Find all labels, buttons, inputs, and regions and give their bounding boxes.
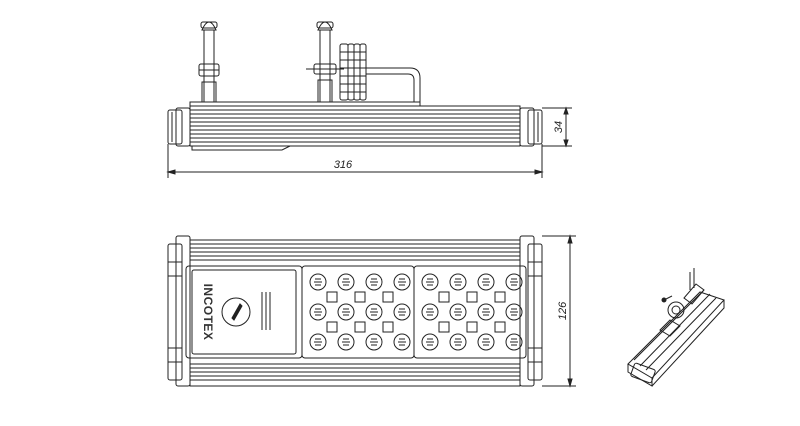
- led-chip: [466, 291, 478, 303]
- dim-width-label: 126: [557, 301, 569, 320]
- led-lens: [505, 273, 523, 291]
- led-chip: [438, 291, 450, 303]
- top-upper-fins: [190, 243, 520, 261]
- led-lens: [421, 333, 439, 351]
- led-chip: [382, 321, 394, 333]
- led-lens-detail: [426, 338, 434, 346]
- led-chip: [494, 321, 506, 333]
- side-cooling-disc: [339, 43, 367, 101]
- side-driver-box: [191, 145, 291, 151]
- led-lens: [365, 273, 383, 291]
- side-right-mount-post: [306, 21, 344, 103]
- led-lens: [477, 333, 495, 351]
- dim-length: [166, 144, 544, 178]
- dim-height: [542, 106, 572, 148]
- led-lens-detail: [342, 338, 350, 346]
- dim-width: [542, 234, 576, 388]
- led-lens-detail: [370, 278, 378, 286]
- dim-length-label: 316: [334, 159, 353, 171]
- led-lens-detail: [342, 308, 350, 316]
- led-lens: [477, 303, 495, 321]
- led-lens: [337, 303, 355, 321]
- led-lens: [505, 303, 523, 321]
- side-body-heatsink: [189, 105, 521, 147]
- led-lens-detail: [482, 308, 490, 316]
- led-chip: [354, 321, 366, 333]
- side-left-endcap: [167, 107, 191, 147]
- top-left-endcap: [167, 235, 191, 387]
- led-lens-detail: [398, 308, 406, 316]
- led-lens: [393, 273, 411, 291]
- led-lens-detail: [314, 278, 322, 286]
- led-lens-detail: [454, 338, 462, 346]
- led-grid: [309, 273, 523, 351]
- led-lens: [309, 333, 327, 351]
- led-chip: [466, 321, 478, 333]
- led-lens-detail: [510, 278, 518, 286]
- led-lens: [505, 333, 523, 351]
- brand-logo-text: INCOTEX: [201, 284, 215, 341]
- led-lens: [449, 303, 467, 321]
- led-chip: [326, 291, 338, 303]
- side-left-mount-post: [198, 21, 220, 103]
- led-lens: [309, 303, 327, 321]
- top-body-outline: [189, 239, 521, 387]
- top-view: [167, 234, 576, 388]
- top-right-endcap: [519, 235, 543, 387]
- side-mount-rail: [189, 101, 421, 107]
- led-lens: [393, 333, 411, 351]
- led-lens: [421, 273, 439, 291]
- side-bent-bracket: [366, 67, 421, 102]
- led-lens-detail: [454, 278, 462, 286]
- led-lens-detail: [398, 338, 406, 346]
- isometric-view: [627, 268, 725, 387]
- led-lens-detail: [370, 308, 378, 316]
- led-lens: [337, 333, 355, 351]
- side-view: [166, 21, 572, 178]
- led-chip: [326, 321, 338, 333]
- side-right-endcap: [519, 107, 543, 147]
- led-lens: [393, 303, 411, 321]
- led-lens-detail: [426, 278, 434, 286]
- led-lens: [309, 273, 327, 291]
- top-lower-fins: [190, 363, 520, 381]
- led-chip: [494, 291, 506, 303]
- led-lens: [449, 273, 467, 291]
- led-lens-detail: [510, 338, 518, 346]
- led-lens: [337, 273, 355, 291]
- led-lens: [365, 333, 383, 351]
- led-lens-detail: [314, 308, 322, 316]
- led-lens-detail: [482, 338, 490, 346]
- led-chip: [438, 321, 450, 333]
- led-lens-detail: [342, 278, 350, 286]
- led-lens-detail: [370, 338, 378, 346]
- led-chip: [382, 291, 394, 303]
- led-lens-detail: [482, 278, 490, 286]
- led-lens-detail: [426, 308, 434, 316]
- led-lens: [477, 273, 495, 291]
- led-lens-detail: [398, 278, 406, 286]
- led-lens-detail: [314, 338, 322, 346]
- dim-height-label: 34: [553, 121, 565, 133]
- led-panel-right: [413, 265, 527, 359]
- led-lens: [449, 333, 467, 351]
- led-chip: [354, 291, 366, 303]
- led-lens: [421, 303, 439, 321]
- led-lens: [365, 303, 383, 321]
- led-lens-detail: [454, 308, 462, 316]
- led-lens-detail: [510, 308, 518, 316]
